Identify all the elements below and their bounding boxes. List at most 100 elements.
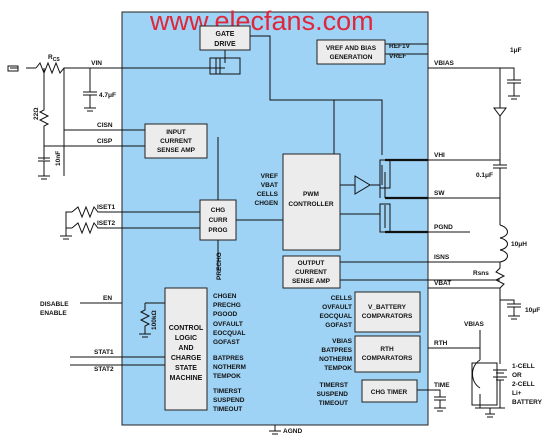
input-csa-line-1: INPUT <box>166 129 186 136</box>
pwm-line-1: PWM <box>303 191 319 198</box>
rth-comp-line-1: RTH <box>380 346 394 353</box>
pin-cisn: CISN <box>97 122 113 129</box>
label-r22: 22Ω <box>33 108 40 120</box>
input-csa-line-3: SENSE AMP <box>157 147 196 154</box>
battery-line-2: OR <box>512 372 522 379</box>
timer-sig-suspend: SUSPEND <box>317 391 349 398</box>
battery-labels: 1-CELL OR 2-CELL Li+ BATTERY <box>512 363 543 406</box>
rth-out-notherm: NOTHERM <box>319 356 352 363</box>
pwm-input-vbat: VBAT <box>261 182 278 189</box>
input-csa-line-2: CURRENT <box>160 138 192 145</box>
pin-stat1: STAT1 <box>94 349 114 356</box>
gate-drive-line-2: DRIVE <box>214 41 236 48</box>
pwm-controller-block: PWM CONTROLLER <box>282 153 341 251</box>
label-rcs-main: R <box>48 54 53 61</box>
pwm-input-chgen: CHGEN <box>255 200 279 207</box>
vbat-out-eocqual: EOCQUAL <box>320 313 353 320</box>
rth-comparators-block: RTH COMPARATORS <box>354 335 421 373</box>
timer-signals: TIMERST SUSPEND TIMEOUT <box>317 382 349 407</box>
control-line-5: STATE <box>175 365 197 372</box>
control-input-prechg: PRECHG <box>213 302 241 309</box>
pwm-line-2: CONTROLLER <box>288 201 333 208</box>
input-terminal <box>7 65 19 72</box>
vref-bias-block: VREF AND BIAS GENERATION <box>316 39 386 65</box>
pin-isns: ISNS <box>434 254 450 261</box>
label-c-boot: 0.1μF <box>476 172 493 179</box>
pin-vbat: VBAT <box>434 280 451 287</box>
control-line-6: MACHINE <box>170 375 203 382</box>
control-input-notherm: NOTHERM <box>213 364 246 371</box>
rth-out-tempok: TEMPOK <box>324 365 352 372</box>
label-r-enable: 100kΩ <box>151 310 158 330</box>
gate-drive-block: GATE DRIVE <box>199 25 251 51</box>
pin-vhi: VHI <box>434 152 445 159</box>
vbat-out-gofast: GOFAST <box>325 322 352 329</box>
battery-line-5: BATTERY <box>512 399 543 406</box>
pin-cisp: CISP <box>97 138 113 145</box>
gate-drive-line-1: GATE <box>216 31 235 38</box>
chg-timer-label: CHG TIMER <box>371 389 408 396</box>
pin-time: TIME <box>434 382 450 389</box>
timer-sig-timerst: TIMERST <box>319 382 348 389</box>
control-input-suspend: SUSPEND <box>213 397 245 404</box>
control-input-batpres: BATPRES <box>213 355 244 362</box>
pin-pgnd: PGND <box>434 224 453 231</box>
control-inputs: CHGEN PRECHG PGOOD OVFAULT EOCQUAL GOFAS… <box>213 293 246 413</box>
pin-iset2: ISET2 <box>97 220 115 227</box>
signal-vref-out: VREF <box>389 53 406 60</box>
battery-line-4: Li+ <box>512 390 522 397</box>
label-inductor: 10μH <box>511 241 527 248</box>
pin-stat2: STAT2 <box>94 366 114 373</box>
control-line-1: CONTROL <box>169 325 204 332</box>
label-rcs-sub: CS <box>53 57 61 63</box>
chg-curr-line-1: CHG <box>211 207 225 214</box>
control-line-3: AND <box>178 345 193 352</box>
vbattery-comparators-block: V_BATTERY COMPARATORS <box>354 291 421 333</box>
pin-agnd: AGND <box>283 428 302 435</box>
rth-out-batpres: BATPRES <box>321 347 352 354</box>
control-input-chgen: CHGEN <box>213 293 237 300</box>
label-c-vin: 4.7μF <box>99 92 116 99</box>
chg-timer-block: CHG TIMER <box>361 379 418 403</box>
pwm-input-vref: VREF <box>261 173 278 180</box>
pin-en: EN <box>103 295 112 302</box>
input-current-sense-amp-block: INPUT CURRENT SENSE AMP <box>144 123 208 159</box>
label-c10nf: 10nF <box>55 151 62 166</box>
output-csa-line-3: SENSE AMP <box>292 278 331 285</box>
pwm-input-cells: CELLS <box>257 191 279 198</box>
rth-comp-line-2: COMPARATORS <box>362 355 413 362</box>
vbat-comp-line-1: V_BATTERY <box>368 304 407 311</box>
vbat-comp-line-2: COMPARATORS <box>362 313 413 320</box>
signal-prechg: PRECHG <box>216 252 223 280</box>
label-enable: ENABLE <box>40 310 67 317</box>
chg-curr-line-3: PROG <box>208 227 227 234</box>
chg-curr-line-2: CURR <box>209 217 228 224</box>
control-input-ovfault: OVFAULT <box>213 321 243 328</box>
battery-line-1: 1-CELL <box>512 363 535 370</box>
output-current-sense-amp-block: OUTPUT CURRENT SENSE AMP <box>282 255 341 289</box>
vbat-out-cells: CELLS <box>331 295 353 302</box>
label-disable: DISABLE <box>40 301 69 308</box>
vbat-comp-outputs: CELLS OVFAULT EOCQUAL GOFAST <box>320 295 353 329</box>
watermark-text: www.elecfans.com <box>149 6 374 36</box>
control-input-timeout: TIMEOUT <box>213 406 242 413</box>
rth-out-vbias: VBIAS <box>332 338 353 345</box>
rth-comp-outputs: VBIAS BATPRES NOTHERM TEMPOK <box>319 338 353 372</box>
timer-sig-timeout: TIMEOUT <box>319 400 348 407</box>
control-input-eocqual: EOCQUAL <box>213 330 246 337</box>
control-line-2: LOGIC <box>175 335 197 342</box>
output-csa-line-2: CURRENT <box>295 269 327 276</box>
pin-vin: VIN <box>91 60 102 67</box>
battery-line-3: 2-CELL <box>512 381 535 388</box>
control-input-tempok: TEMPOK <box>213 373 241 380</box>
wires <box>10 35 521 435</box>
pin-vbias: VBIAS <box>434 60 455 67</box>
power-fets <box>209 57 391 233</box>
label-vbias-ext: VBIAS <box>464 321 485 328</box>
pin-sw: SW <box>434 190 445 197</box>
label-c-out: 10μF <box>525 307 540 314</box>
vref-bias-line-2: GENERATION <box>330 54 373 61</box>
chg-curr-prog-block: CHG CURR PROG <box>199 199 237 241</box>
